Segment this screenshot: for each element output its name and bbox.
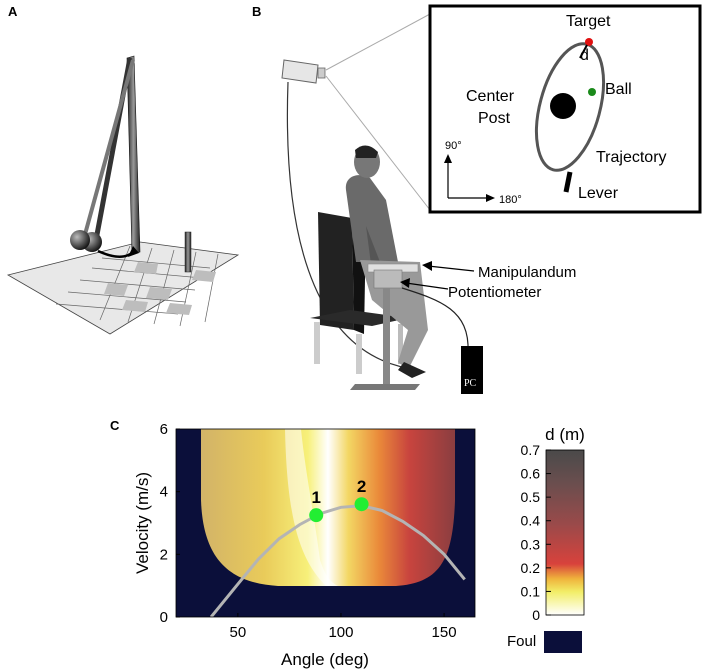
camera-icon	[281, 59, 326, 84]
colorbar-title: d (m)	[545, 425, 585, 444]
x-axis: 50 100 150	[230, 613, 457, 641]
manipulandum-arrow	[427, 265, 475, 272]
inset-target-label: Target	[566, 13, 611, 30]
highlight-point	[309, 508, 324, 523]
highlight-point-label: 1	[311, 488, 320, 507]
inset-post-label: Post	[478, 110, 511, 127]
camera-view-line	[325, 13, 431, 71]
colorbar-ticks: 0 0.1 0.2 0.3 0.4 0.5 0.6 0.7	[521, 442, 551, 623]
colorbar-tick-label: 0.4	[521, 513, 541, 529]
x-tick-label: 150	[432, 624, 457, 641]
distance-heat-region	[201, 429, 455, 586]
seated-person-illustration	[310, 145, 428, 390]
inset-axis-180-label: 180°	[499, 194, 522, 206]
inset-center-label: Center	[466, 88, 515, 105]
pc-label: PC	[464, 378, 477, 389]
inset-ball-label: Ball	[605, 81, 632, 98]
inset-axis-90-label: 90°	[445, 140, 462, 152]
y-axis: 0 2 4 6	[160, 421, 180, 626]
y-tick-label: 0	[160, 609, 168, 626]
panel-b-label: B	[252, 4, 261, 19]
target-marker	[585, 38, 593, 46]
colorbar-tick-label: 0	[532, 607, 540, 623]
highlight-point	[354, 497, 369, 512]
axes-arrows-icon	[447, 160, 490, 199]
colorbar-tick-label: 0.1	[521, 583, 541, 599]
colorbar-tick-label: 0.7	[521, 442, 541, 458]
heatmap-plot-area	[176, 429, 475, 617]
y-axis-title: Velocity (m/s)	[133, 472, 152, 574]
lever-marker	[563, 171, 573, 193]
distance-d-line	[579, 44, 588, 59]
colorbar-tick-label: 0.3	[521, 536, 541, 552]
potentiometer-arrow	[405, 282, 449, 290]
x-tick-label: 100	[328, 624, 353, 641]
x-axis-title: Angle (deg)	[281, 650, 369, 669]
highlight-point-label: 2	[357, 477, 366, 496]
colorbar-tick-label: 0.2	[521, 560, 541, 576]
inset-trajectory-label: Trajectory	[596, 149, 667, 166]
center-post-marker	[550, 93, 576, 119]
colorbar-tick-label: 0.5	[521, 489, 541, 505]
manipulandum-label: Manipulandum	[478, 264, 576, 281]
panel-a-label: A	[8, 4, 18, 19]
colorbar	[545, 449, 585, 616]
inset-lever-label: Lever	[578, 185, 619, 202]
y-tick-label: 2	[160, 546, 168, 563]
pendulum-apparatus-illustration	[6, 55, 240, 335]
panel-c-label: C	[110, 418, 120, 433]
pc-box	[461, 346, 483, 394]
potentiometer-cable	[401, 287, 469, 353]
colorbar-tick-label: 0.6	[521, 466, 541, 482]
trajectory-curve	[209, 504, 466, 617]
y-tick-label: 6	[160, 421, 168, 438]
foul-legend-label: Foul	[507, 633, 536, 650]
camera-view-line	[325, 75, 431, 211]
inset-d-label: d	[580, 47, 589, 64]
ball-marker	[588, 88, 596, 96]
x-tick-label: 50	[230, 624, 247, 641]
highlight-points: 12	[309, 477, 369, 523]
plot-frame	[175, 428, 476, 618]
y-tick-label: 4	[160, 484, 168, 501]
potentiometer-label: Potentiometer	[448, 284, 541, 301]
foul-legend-swatch	[544, 631, 582, 653]
